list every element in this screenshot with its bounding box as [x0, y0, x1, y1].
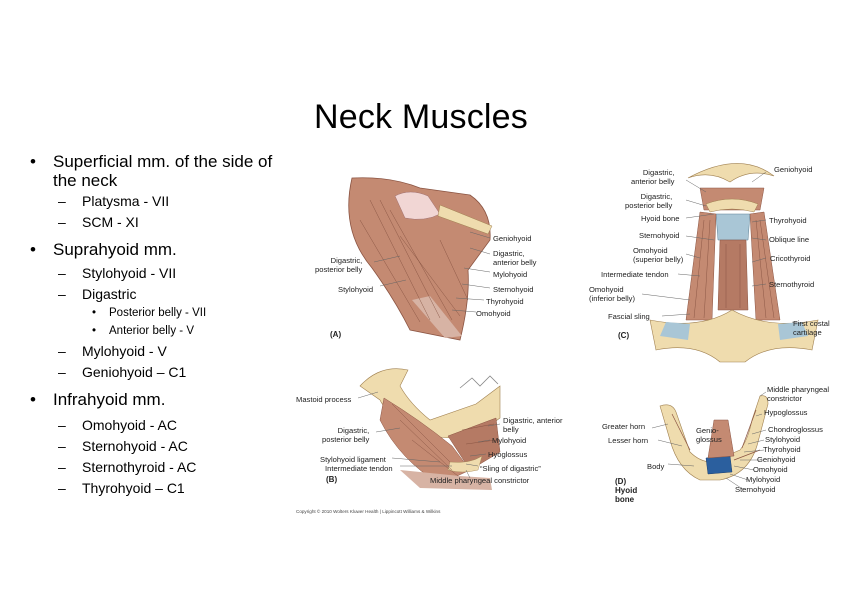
figure-c-label: Fascial sling [608, 312, 650, 321]
figure-b-label: Hyoglossus [488, 450, 528, 459]
bullet-stylohyoid: Stylohyoid - VII [30, 263, 290, 283]
figure-c-label: Sternohyoid [639, 231, 680, 240]
figure-d-label: Genio- glossus [696, 426, 722, 444]
figure-d-label: Chondroglossus [768, 425, 823, 434]
figure-c-label: Sternothyroid [769, 280, 815, 289]
figure-d-label: Greater horn [602, 422, 646, 431]
figure-d-label: Thyrohyoid [763, 445, 801, 454]
bullet-infrahyoid: Infrahyoid mm. [30, 390, 290, 409]
figure-b-label: Digastric, anterior belly [503, 416, 563, 434]
bullet-suprahyoid: Suprahyoid mm. [30, 240, 290, 259]
figure-a-label: Thyrohyoid [486, 297, 524, 306]
figure-a-label: Geniohyoid [493, 234, 532, 243]
figure-d-label: Geniohyoid [757, 455, 796, 464]
figure-c-label: Digastric, posterior belly [625, 192, 673, 210]
figure-d-panel-label: (D) Hyoid bone [615, 477, 638, 504]
figure-d-label: Stylohyoid [765, 435, 801, 444]
figure-a-label: Stylohyoid [338, 285, 374, 294]
slide-title: Neck Muscles [313, 98, 528, 136]
figure-c-panel-label: (C) [618, 331, 630, 340]
figure-c-label: Geniohyoid [774, 165, 813, 174]
figure-b-label: Intermediate tendon [325, 464, 393, 473]
figure-c-label: Cricothyroid [770, 254, 811, 263]
figure-b-label: Mylohyoid [492, 436, 527, 445]
bullet-mylohyoid: Mylohyoid - V [30, 341, 290, 361]
figure-a-label: Mylohyoid [493, 270, 528, 279]
bullet-posterior-belly: Posterior belly - VII [30, 304, 290, 322]
figure-c-label: Omohyoid (inferior belly) [589, 285, 635, 303]
figure-a-label: Digastric, posterior belly [315, 256, 363, 274]
figure-d-label: Lesser horn [608, 436, 649, 445]
bullet-sternohyoid: Sternohyoid - AC [30, 436, 290, 456]
bullet-thyrohyoid: Thyrohyoid – C1 [30, 478, 290, 498]
copyright-notice: Copyright © 2010 Wolters Kluwer Health |… [296, 509, 441, 514]
figure-d-label: Sternohyoid [735, 485, 776, 494]
figure-c-label: Digastric, anterior belly [631, 168, 675, 186]
bullet-superficial: Superficial mm. of the side of the neck [30, 152, 290, 190]
figure-c-label: Oblique line [769, 235, 810, 244]
figure-b-panel-label: (B) [326, 475, 338, 484]
figure-d-label: Omohyoid [753, 465, 788, 474]
figure-c-label: Hyoid bone [641, 214, 680, 223]
figure-d-label: Middle pharyngeal constrictor [767, 385, 830, 403]
figure-a-label: Omohyoid [476, 309, 511, 318]
bullet-list: Superficial mm. of the side of the neck … [30, 146, 290, 498]
bullet-scm: SCM - XI [30, 212, 290, 232]
figure-a-panel-label: (A) [330, 330, 342, 339]
figure-d-label: Mylohyoid [746, 475, 781, 484]
bullet-anterior-belly: Anterior belly - V [30, 322, 290, 340]
figure-b-label: Digastric, posterior belly [322, 426, 370, 444]
bullet-sternothyroid: Sternothyroid - AC [30, 457, 290, 477]
figure-d-label: Body [647, 462, 665, 471]
bullet-platysma: Platysma - VII [30, 191, 290, 211]
figure-d-label: Hypoglossus [764, 408, 808, 417]
bullet-geniohyoid: Geniohyoid – C1 [30, 362, 290, 382]
figure-c-label: Thyrohyoid [769, 216, 807, 225]
figure-b-label: Middle pharyngeal constrictor [430, 476, 530, 485]
figure-b-label: “Sling of digastric” [480, 464, 541, 473]
figure-c-label: Intermediate tendon [601, 270, 669, 279]
figure-c-label: First costal cartilage [793, 319, 830, 337]
figure-b-label: Mastoid process [296, 395, 352, 404]
figure-c-label: Omohyoid (superior belly) [633, 246, 684, 264]
bullet-omohyoid: Omohyoid - AC [30, 415, 290, 435]
figure-a-label: Sternohyoid [493, 285, 534, 294]
figure-b-label: Stylohyoid ligament [320, 455, 386, 464]
bullet-digastric: Digastric [30, 284, 290, 304]
figure-a-label: Digastric, anterior belly [493, 249, 537, 267]
